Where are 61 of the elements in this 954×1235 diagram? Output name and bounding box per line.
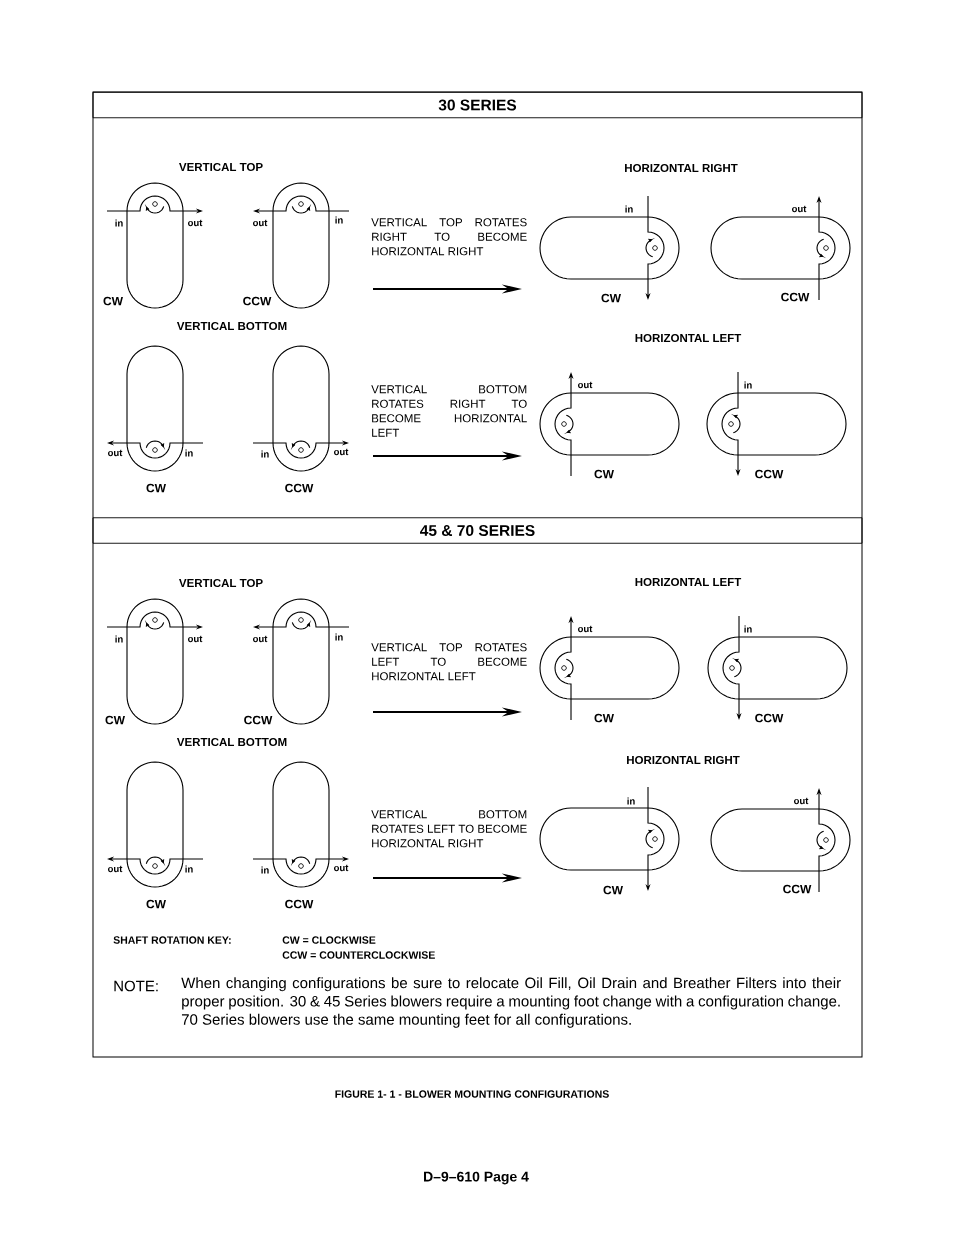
port-label: in bbox=[115, 635, 123, 643]
key-label: SHAFT ROTATION KEY: bbox=[113, 936, 231, 944]
port-label: out bbox=[334, 864, 349, 872]
port-label: out bbox=[188, 635, 203, 643]
port-label: out bbox=[578, 625, 593, 633]
view-heading: VERTICAL BOTTOM bbox=[176, 321, 287, 331]
port-label: out bbox=[188, 219, 203, 227]
port-label: out bbox=[792, 205, 807, 213]
port-label: in bbox=[744, 381, 752, 389]
rotation-label: CW bbox=[594, 469, 614, 479]
rotation-label: CCW bbox=[755, 713, 784, 723]
rotation-label: CW bbox=[594, 713, 614, 723]
port-label: in bbox=[261, 450, 269, 458]
port-label: in bbox=[185, 865, 193, 873]
view-heading: HORIZONTAL RIGHT bbox=[625, 163, 738, 173]
view-heading: HORIZONTAL RIGHT bbox=[627, 755, 740, 765]
view-heading: VERTICAL TOP bbox=[179, 162, 263, 172]
port-label: in bbox=[335, 216, 343, 224]
description-text: VERTICAL TOP ROTATES LEFT TO BECOME HORIZONTAL LEFT bbox=[371, 643, 527, 681]
port-label: in bbox=[335, 633, 343, 641]
port-label: out bbox=[253, 219, 268, 227]
view-heading: VERTICAL TOP bbox=[179, 578, 263, 588]
port-label: in bbox=[627, 797, 635, 805]
figure-caption: FIGURE 1- 1 - BLOWER MOUNTING CONFIGURATIONS bbox=[335, 1090, 609, 1098]
key-text: CCW = COUNTERCLOCKWISE bbox=[282, 951, 435, 959]
port-label: in bbox=[744, 625, 752, 633]
rotation-label: CW bbox=[603, 885, 623, 895]
rotation-label: CCW bbox=[781, 292, 810, 302]
rotation-label: CCW bbox=[783, 884, 812, 894]
port-label: out bbox=[253, 635, 268, 643]
rotation-label: CCW bbox=[285, 483, 314, 493]
port-label: out bbox=[794, 797, 809, 805]
description-text: VERTICAL BOTTOM ROTATES RIGHT TO BECOME HORIZONTAL LEFT bbox=[371, 385, 527, 437]
view-heading: HORIZONTAL LEFT bbox=[635, 333, 742, 343]
port-label: out bbox=[334, 448, 349, 456]
rotation-label: CCW bbox=[285, 899, 314, 909]
port-label: in bbox=[185, 449, 193, 457]
rotation-label: CCW bbox=[755, 469, 784, 479]
description-text: VERTICAL BOTTOM ROTATES LEFT TO BECOME HORIZONTAL RIGHT bbox=[371, 810, 527, 848]
key-text: CW = CLOCKWISE bbox=[282, 936, 376, 944]
note-label: NOTE: bbox=[114, 980, 158, 992]
port-label: out bbox=[108, 865, 123, 873]
port-label: in bbox=[261, 866, 269, 874]
port-label: out bbox=[108, 449, 123, 457]
rotation-label: CW bbox=[601, 293, 621, 303]
section-heading-band: 30 SERIES bbox=[92, 91, 863, 119]
view-heading: VERTICAL BOTTOM bbox=[176, 737, 287, 747]
port-label: in bbox=[115, 219, 123, 227]
page-number: D–9–610 Page 4 bbox=[424, 1171, 529, 1185]
rotation-label: CCW bbox=[244, 715, 273, 725]
port-label: out bbox=[578, 381, 593, 389]
port-label: in bbox=[625, 205, 633, 213]
rotation-label: CCW bbox=[243, 296, 272, 306]
rotation-label: CW bbox=[146, 483, 166, 493]
view-heading: HORIZONTAL LEFT bbox=[635, 577, 742, 587]
rotation-label: CW bbox=[146, 899, 166, 909]
note-text: When changing configurations be sure to relocate Oil Fill, Oil Drain and Breather Filters into their proper position. 30 & 45 Series blowers require a mounting foot change with a configuration change. 70 Series blowers use the same mounting feet for all configurations. bbox=[181, 977, 841, 1028]
rotation-label: CW bbox=[105, 715, 125, 725]
rotation-label: CW bbox=[103, 296, 123, 306]
description-text: VERTICAL TOP ROTATES RIGHT TO BECOME HORIZONTAL RIGHT bbox=[371, 218, 527, 256]
section-heading-band: 45 & 70 SERIES bbox=[92, 517, 863, 544]
